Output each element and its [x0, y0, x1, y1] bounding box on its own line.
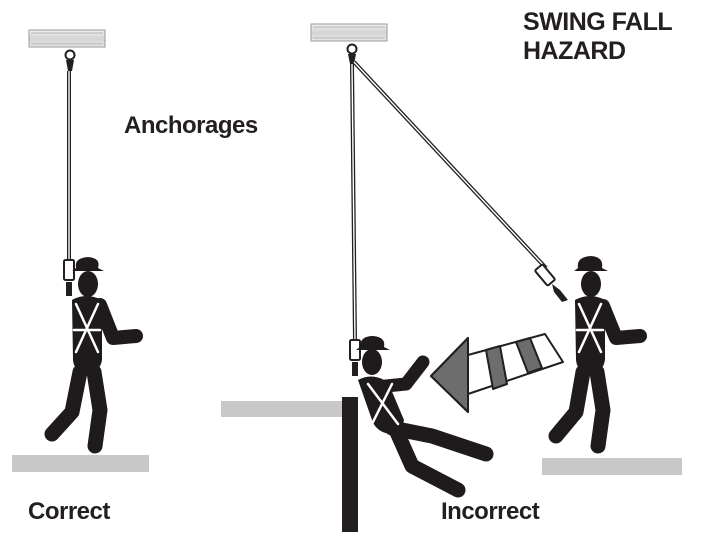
title-line-2: HAZARD — [523, 37, 626, 65]
worker-correct — [44, 257, 143, 454]
ledge-structure — [221, 397, 358, 532]
platform-right — [542, 458, 682, 475]
anchor-connector-right — [346, 43, 358, 64]
incorrect-scene — [221, 23, 682, 532]
swing-arrow — [430, 333, 564, 413]
anchor-beam-right — [310, 23, 388, 42]
label-anchorages: Anchorages — [124, 112, 258, 139]
title-line-1: SWING FALL — [523, 8, 673, 36]
lifeline-vertical — [349, 63, 361, 376]
platform-left — [12, 455, 149, 472]
anchor-connector-left — [64, 49, 76, 71]
worker-offset — [548, 256, 647, 454]
label-correct: Correct — [28, 498, 110, 525]
label-incorrect: Incorrect — [441, 498, 540, 525]
lifeline-diagonal — [352, 60, 568, 302]
diagram-title: SWING FALL HAZARD — [523, 8, 673, 66]
lifeline-left — [63, 71, 75, 296]
worker-falling — [356, 336, 494, 498]
anchor-beam-left — [28, 29, 106, 48]
correct-scene — [12, 29, 149, 472]
